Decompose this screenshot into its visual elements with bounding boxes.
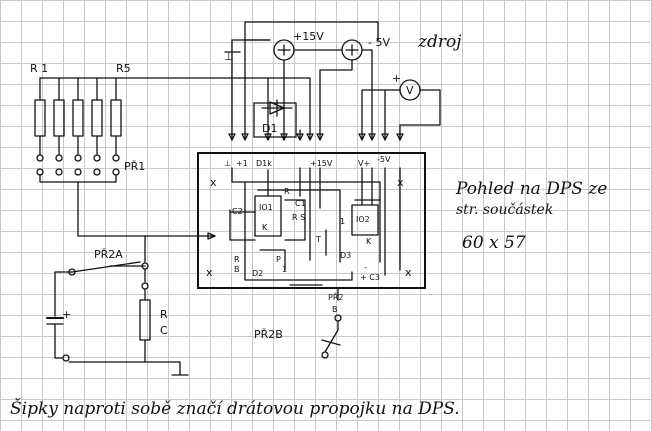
switch-pr2b: [321, 287, 342, 359]
pcb-one2-label: 1: [282, 265, 287, 274]
pcb-c2-label: C2: [232, 207, 243, 216]
resistor-bank: [34, 77, 216, 240]
lower-left-circuit: [46, 235, 189, 376]
pr2-b-label: B: [332, 305, 338, 314]
voltmeter-label: V: [406, 84, 414, 97]
note-line3: 60 x 57: [462, 233, 526, 253]
pcb-b-label: B: [234, 265, 240, 274]
pcb-plus1-label: +1: [236, 159, 248, 168]
pcb-p-label: P: [276, 255, 281, 264]
pcb-one-label: 1: [340, 217, 345, 226]
rc-c-label: C: [160, 324, 168, 337]
pcb-io2-label: IO2: [356, 215, 370, 224]
pcb-io1-label: IO1: [259, 203, 273, 212]
pr2a-label: PŘ2A: [94, 248, 123, 261]
pcb-d3-label: D3: [340, 251, 351, 260]
pcb-minus-label: -: [364, 263, 367, 272]
pcb-board: [197, 152, 426, 289]
pcb-x-marker: x: [206, 266, 213, 279]
pr1-label: PŘ1: [124, 160, 145, 173]
pr2-label: PŘ2: [328, 292, 343, 302]
pr2b-label: PŘ2B: [254, 328, 283, 341]
diode-label: D1: [262, 122, 277, 135]
r1-label: R 1: [30, 62, 48, 75]
resistor-r3: [72, 77, 84, 162]
pcb-k1-label: K: [262, 223, 268, 232]
footer-note: Šipky naproti sobě značí drátovou propoj…: [10, 398, 460, 419]
pcb-vplus-label: V+: [358, 159, 370, 168]
resistor-r5: [110, 77, 122, 162]
pcb-d1k-label: D1k: [256, 159, 272, 168]
cap-plus-label: +: [62, 308, 71, 321]
pcb-ground-label: ⊥: [224, 159, 231, 168]
pcb-c3-label: + C3: [360, 273, 380, 282]
resistor-r1: [34, 77, 46, 162]
pcb-c1-label: C1: [295, 199, 306, 208]
pcb-rs-label: R S: [292, 213, 305, 222]
note-line1: Pohled na DPS ze: [455, 179, 607, 199]
pcb-k2-label: K: [366, 237, 372, 246]
pcb-x-marker: x: [210, 176, 217, 189]
pcb-d2-label: D2: [252, 269, 263, 278]
rc-r-label: R: [160, 308, 168, 321]
pcb-15v-label: +15V: [310, 159, 333, 168]
voltmeter-plus: +: [392, 72, 401, 85]
resistor-r4: [91, 77, 103, 162]
pcb-markers: x x x x: [206, 176, 412, 279]
pcb-r2-label: R: [234, 255, 240, 264]
resistor-r2: [53, 77, 65, 162]
supply-source-label: zdroj: [417, 32, 462, 52]
pcb-r-label: R: [284, 187, 290, 196]
power-supply-group: [119, 21, 441, 141]
supply-ground-label: ⊥: [224, 50, 234, 63]
pcb-x-marker: x: [397, 176, 404, 189]
pcb-minus5-label: -5V: [377, 155, 391, 164]
supply-5v-label: - 5V: [368, 36, 390, 49]
pcb-x-marker: x: [405, 266, 412, 279]
supply-15v-label: +15V: [293, 30, 324, 43]
pcb-t-label: T: [315, 235, 321, 244]
note-line2: str. součástek: [456, 202, 553, 218]
r5-label: R5: [116, 62, 131, 75]
switch-pr1: [36, 168, 216, 240]
